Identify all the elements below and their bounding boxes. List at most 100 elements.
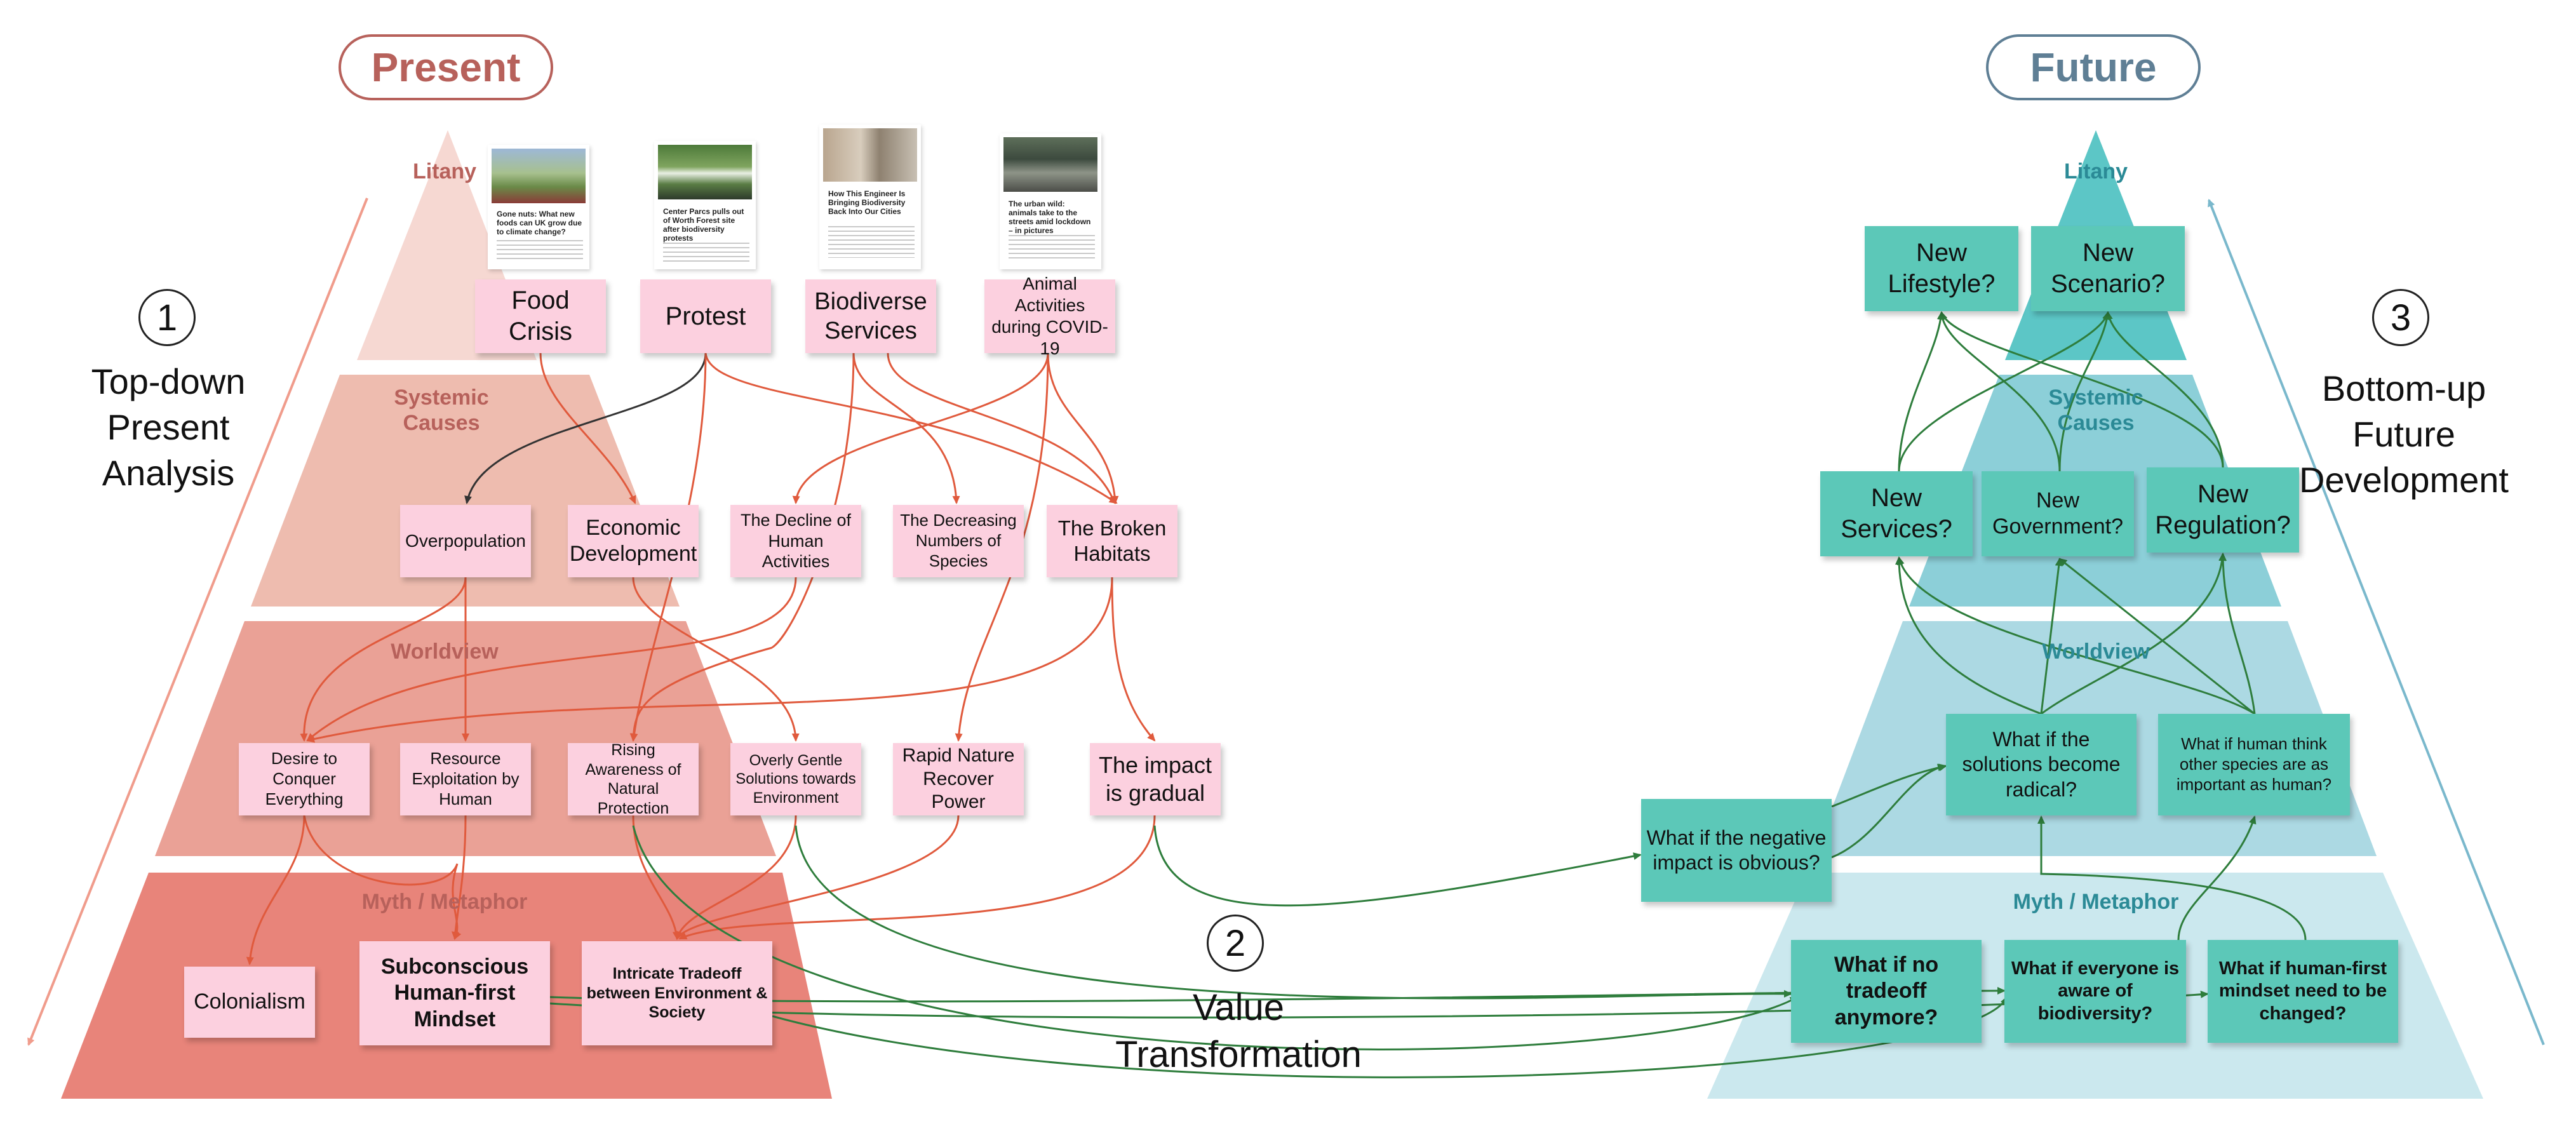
connection-arrow xyxy=(2058,311,2111,472)
connection-arrow xyxy=(1896,556,2255,715)
everyone-aware-note: What if everyone is aware of biodiversit… xyxy=(2004,940,2186,1043)
present-level-litany: Litany xyxy=(412,159,477,184)
news-card-headline: Gone nuts: What new foods can UK grow du… xyxy=(497,210,582,236)
impact-gradual-note: The impact is gradual xyxy=(1090,743,1221,815)
present-level-worldview: Worldview xyxy=(391,640,499,664)
connection-arrow xyxy=(1895,556,2042,715)
connection-arrow xyxy=(1047,352,1119,504)
desire-to-conquer-note: Desire to Conquer Everything xyxy=(239,743,370,815)
news-card-image xyxy=(492,149,586,203)
connection-arrow xyxy=(2219,553,2256,714)
connection-arrow xyxy=(1938,311,2061,472)
new-government-note: New Government? xyxy=(1982,471,2134,556)
present-level-myth: Myth / Metaphor xyxy=(361,890,528,914)
news-card: Center Parcs pulls out of Worth Forest s… xyxy=(654,141,756,269)
connection-arrow xyxy=(2041,553,2227,715)
future-level-litany: Litany xyxy=(2063,159,2128,184)
human-first-changed-note: What if human-first mindset need to be c… xyxy=(2208,940,2398,1043)
connection-arrow xyxy=(632,815,680,940)
news-card-image xyxy=(823,128,917,182)
overly-gentle-solutions-note: Overly Gentle Solutions towards Environm… xyxy=(730,743,861,815)
broken-habitats-note: The Broken Habitats xyxy=(1047,505,1177,577)
decline-human-activities-note: The Decline of Human Activities xyxy=(730,505,861,577)
connection-arrow xyxy=(539,352,636,504)
connection-arrow xyxy=(887,352,1116,504)
news-card-text xyxy=(1009,235,1095,260)
connection-arrow xyxy=(676,815,960,940)
step-two-label: Value Transformation xyxy=(1115,987,1362,1075)
connection-arrow xyxy=(2037,815,2307,941)
connection-arrow xyxy=(955,352,1049,742)
decreasing-species-note: The Decreasing Numbers of Species xyxy=(893,505,1024,577)
food-crisis-note: Food Crisis xyxy=(475,279,606,353)
news-card: The urban wild: animals take to the stre… xyxy=(1000,133,1101,269)
top-down-arrow xyxy=(27,198,368,1046)
connection-arrow xyxy=(674,815,797,940)
connection-arrow xyxy=(632,577,800,742)
news-card-headline: How This Engineer Is Bringing Biodiversi… xyxy=(828,189,906,216)
other-species-important-note: What if human think other species are as… xyxy=(2158,714,2350,815)
future-title: Future xyxy=(1986,34,2201,100)
connection-arrow xyxy=(300,577,467,742)
connection-arrow xyxy=(451,815,467,940)
news-card-image xyxy=(1003,137,1097,192)
no-tradeoff-note: What if no tradeoff anymore? xyxy=(1791,940,1982,1043)
biodiverse-services-note: Biodiverse Services xyxy=(805,279,936,353)
connection-arrow xyxy=(1898,311,1945,472)
connection-arrow xyxy=(704,352,1118,504)
connection-arrow xyxy=(1831,763,1947,808)
overpopulation-note: Overpopulation xyxy=(400,505,531,577)
new-regulation-note: New Regulation? xyxy=(2147,467,2299,553)
bottom-up-arrow xyxy=(2208,199,2545,1045)
news-card-headline: Center Parcs pulls out of Worth Forest s… xyxy=(663,207,744,243)
news-card-text xyxy=(828,226,915,258)
future-level-worldview: Worldview xyxy=(2042,640,2150,664)
present-level-systemic: Systemic Causes xyxy=(394,385,489,435)
step-one-label: Top-down Present Analysis xyxy=(91,361,246,493)
news-card: How This Engineer Is Bringing Biodiversi… xyxy=(819,124,921,269)
rising-awareness-note: Rising Awareness of Natural Protection xyxy=(568,741,699,817)
connection-arrow xyxy=(1940,311,2224,468)
connection-arrow xyxy=(306,577,1113,743)
news-card-headline: The urban wild: animals take to the stre… xyxy=(1009,199,1091,235)
new-lifestyle-note: New Lifestyle? xyxy=(1865,226,2018,311)
protest-note: Protest xyxy=(640,279,771,353)
economic-development-note: Economic Development xyxy=(568,505,699,577)
connection-arrow xyxy=(629,352,855,742)
news-card-text xyxy=(497,240,583,262)
new-services-note: New Services? xyxy=(1820,471,1973,556)
connection-arrow xyxy=(246,815,305,965)
solutions-radical-note: What if the solutions become radical? xyxy=(1946,714,2137,815)
news-card-image xyxy=(658,145,752,199)
connection-arrow xyxy=(464,352,707,504)
connection-arrow xyxy=(303,815,462,940)
connection-arrow xyxy=(632,825,1799,1050)
colonialism-note: Colonialism xyxy=(184,967,315,1038)
step-one-circle: 1 xyxy=(138,289,196,346)
step-two-circle: 2 xyxy=(1207,915,1264,972)
step-three-circle: 3 xyxy=(2372,289,2429,346)
negative-impact-obvious-note: What if the negative impact is obvious? xyxy=(1641,799,1832,902)
resource-exploitation-note: Resource Exploitation by Human xyxy=(400,743,531,815)
news-card-text xyxy=(663,243,749,264)
intricate-tradeoff-note: Intricate Tradeoff between Environment &… xyxy=(582,941,772,1045)
connection-arrow xyxy=(1831,763,1946,859)
connection-arrow xyxy=(792,352,1049,504)
news-card: Gone nuts: What new foods can UK grow du… xyxy=(488,145,589,269)
connection-arrow xyxy=(678,815,1156,940)
rapid-nature-recover-note: Rapid Nature Recover Power xyxy=(893,743,1024,815)
present-title: Present xyxy=(339,34,553,100)
new-scenario-note: New Scenario? xyxy=(2031,226,2185,311)
connection-arrow xyxy=(1111,577,1156,742)
connection-arrow xyxy=(1153,825,1642,907)
connection-arrow xyxy=(2105,311,2224,468)
subconscious-mindset-note: Subconscious Human-first Mindset xyxy=(359,941,550,1045)
connection-arrow xyxy=(2177,815,2257,941)
animal-activities-note: Animal Activities during COVID-19 xyxy=(984,274,1115,358)
connection-arrow xyxy=(2040,558,2063,714)
step-three-label: Bottom-up Future Development xyxy=(2299,368,2509,500)
future-level-systemic: Systemic Causes xyxy=(2048,385,2143,435)
connection-arrow xyxy=(306,577,797,742)
connection-arrow xyxy=(1898,311,2110,472)
